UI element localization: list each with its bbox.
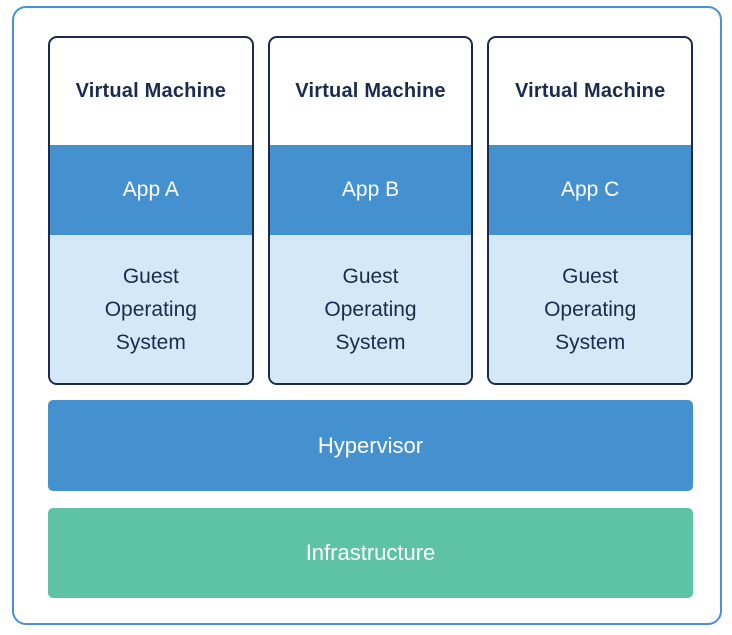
vm-box-3: Virtual Machine App C Guest Operating Sy… [487, 36, 694, 385]
guest-os-line: Guest [122, 264, 179, 288]
guest-os-section: Guest Operating System [50, 235, 252, 383]
app-band: App A [50, 145, 252, 235]
vm-title: Virtual Machine [514, 80, 666, 102]
vm-box-1: Virtual Machine App A Guest Operating Sy… [48, 36, 254, 385]
vm-box-2: Virtual Machine App B Guest Operating Sy… [267, 36, 474, 385]
hypervisor-bar: Hypervisor [48, 400, 693, 491]
vm-row: Virtual Machine App A Guest Operating Sy… [48, 36, 694, 385]
guest-os-line: Guest [562, 264, 619, 288]
app-band: App C [489, 145, 692, 235]
guest-os-line: Operating [324, 297, 417, 321]
guest-os-line: System [555, 330, 626, 354]
guest-os-line: Operating [104, 297, 197, 321]
guest-os-line: Operating [544, 297, 637, 321]
app-band: App B [269, 145, 472, 235]
guest-os-line: Guest [342, 264, 399, 288]
infrastructure-bar: Infrastructure [48, 508, 693, 598]
vm-title: Virtual Machine [75, 80, 227, 102]
vm-title: Virtual Machine [295, 80, 446, 102]
guest-os-line: System [115, 330, 186, 354]
guest-os-section: Guest Operating System [269, 235, 472, 383]
virtualization-diagram-container: Virtual Machine App A Guest Operating Sy… [12, 6, 722, 625]
guest-os-line: System [335, 330, 406, 354]
guest-os-section: Guest Operating System [489, 235, 692, 383]
